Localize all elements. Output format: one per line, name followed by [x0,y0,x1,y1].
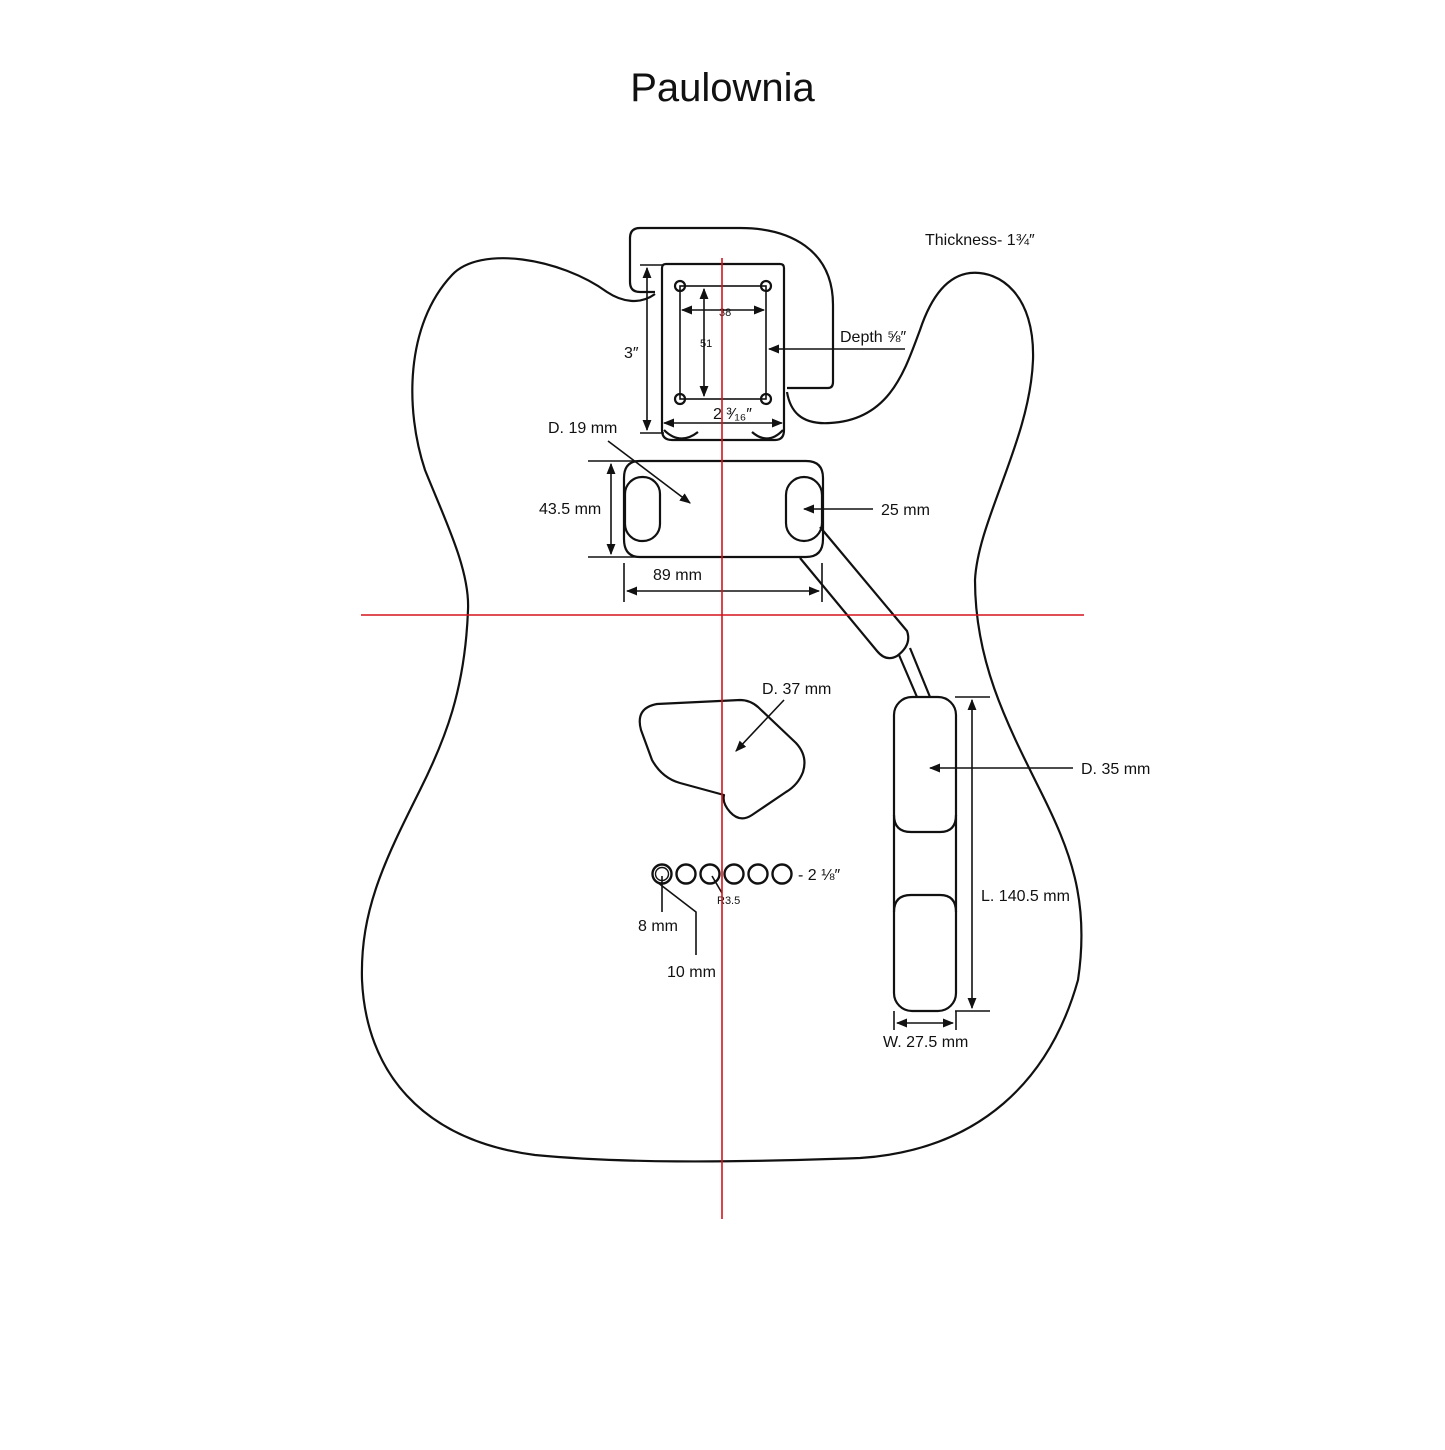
bridge-length-label: L. 140.5 mm [981,888,1070,905]
string-hole [771,863,793,885]
control-depth-label: D. 37 mm [762,681,831,698]
neck-pocket-route [628,226,835,390]
screw-width-label: 38 [719,307,731,319]
wiring-channel-lower [897,647,932,698]
pickup-width-label: 89 mm [653,567,702,584]
thickness-label: Thickness- 1¾″ [925,232,1035,249]
hole-radius-label: R3.5 [717,895,740,907]
neck-screw-hole [673,279,687,293]
string-hole [747,863,769,885]
screw-height-label: 51 [700,338,712,350]
hole-radius-leader [711,875,723,894]
bridge-route [892,695,958,1013]
neck-screw-pattern [679,285,767,400]
string-hole [675,863,697,885]
control-depth-leader [735,699,785,752]
neck-screw-hole [759,392,773,406]
control-cavity [638,698,806,820]
hole-small-label: 8 mm [638,918,678,935]
hole-large-leader [656,881,697,955]
string-hole [723,863,745,885]
bridge-depth-label: D. 35 mm [1081,761,1150,778]
pickup-height-label: 43.5 mm [539,501,601,518]
hole-large-label: 10 mm [667,964,716,981]
holes-spacing-label: - 2 ⅛″ [798,867,840,884]
depth-label: Depth ⅝″ [840,329,906,346]
neck-pickup-ear-left [623,475,662,543]
neck-pickup-route [622,459,825,559]
neck-screw-hole [759,279,773,293]
string-holes [651,863,793,885]
string-hole [699,863,721,885]
pickup-depth-leader [607,440,691,504]
neck-width-label: 2 ³⁄₁₆″ [713,406,752,423]
body-outline [360,257,1083,1163]
neck-screw-hole [673,392,687,406]
bridge-pickup-divider-bottom [892,893,958,913]
pickup-depth-label: D. 19 mm [548,420,617,437]
neck-pocket [660,262,786,442]
diagram-title: Paulownia [630,66,815,110]
bridge-pickup-divider-top [892,814,958,834]
neck-pocket-heel-bumps [663,429,784,440]
wiring-channel [799,526,910,660]
bridge-width-label: W. 27.5 mm [883,1034,968,1051]
pickup-end-label: 25 mm [881,502,930,519]
neck-length-label: 3″ [624,345,639,362]
